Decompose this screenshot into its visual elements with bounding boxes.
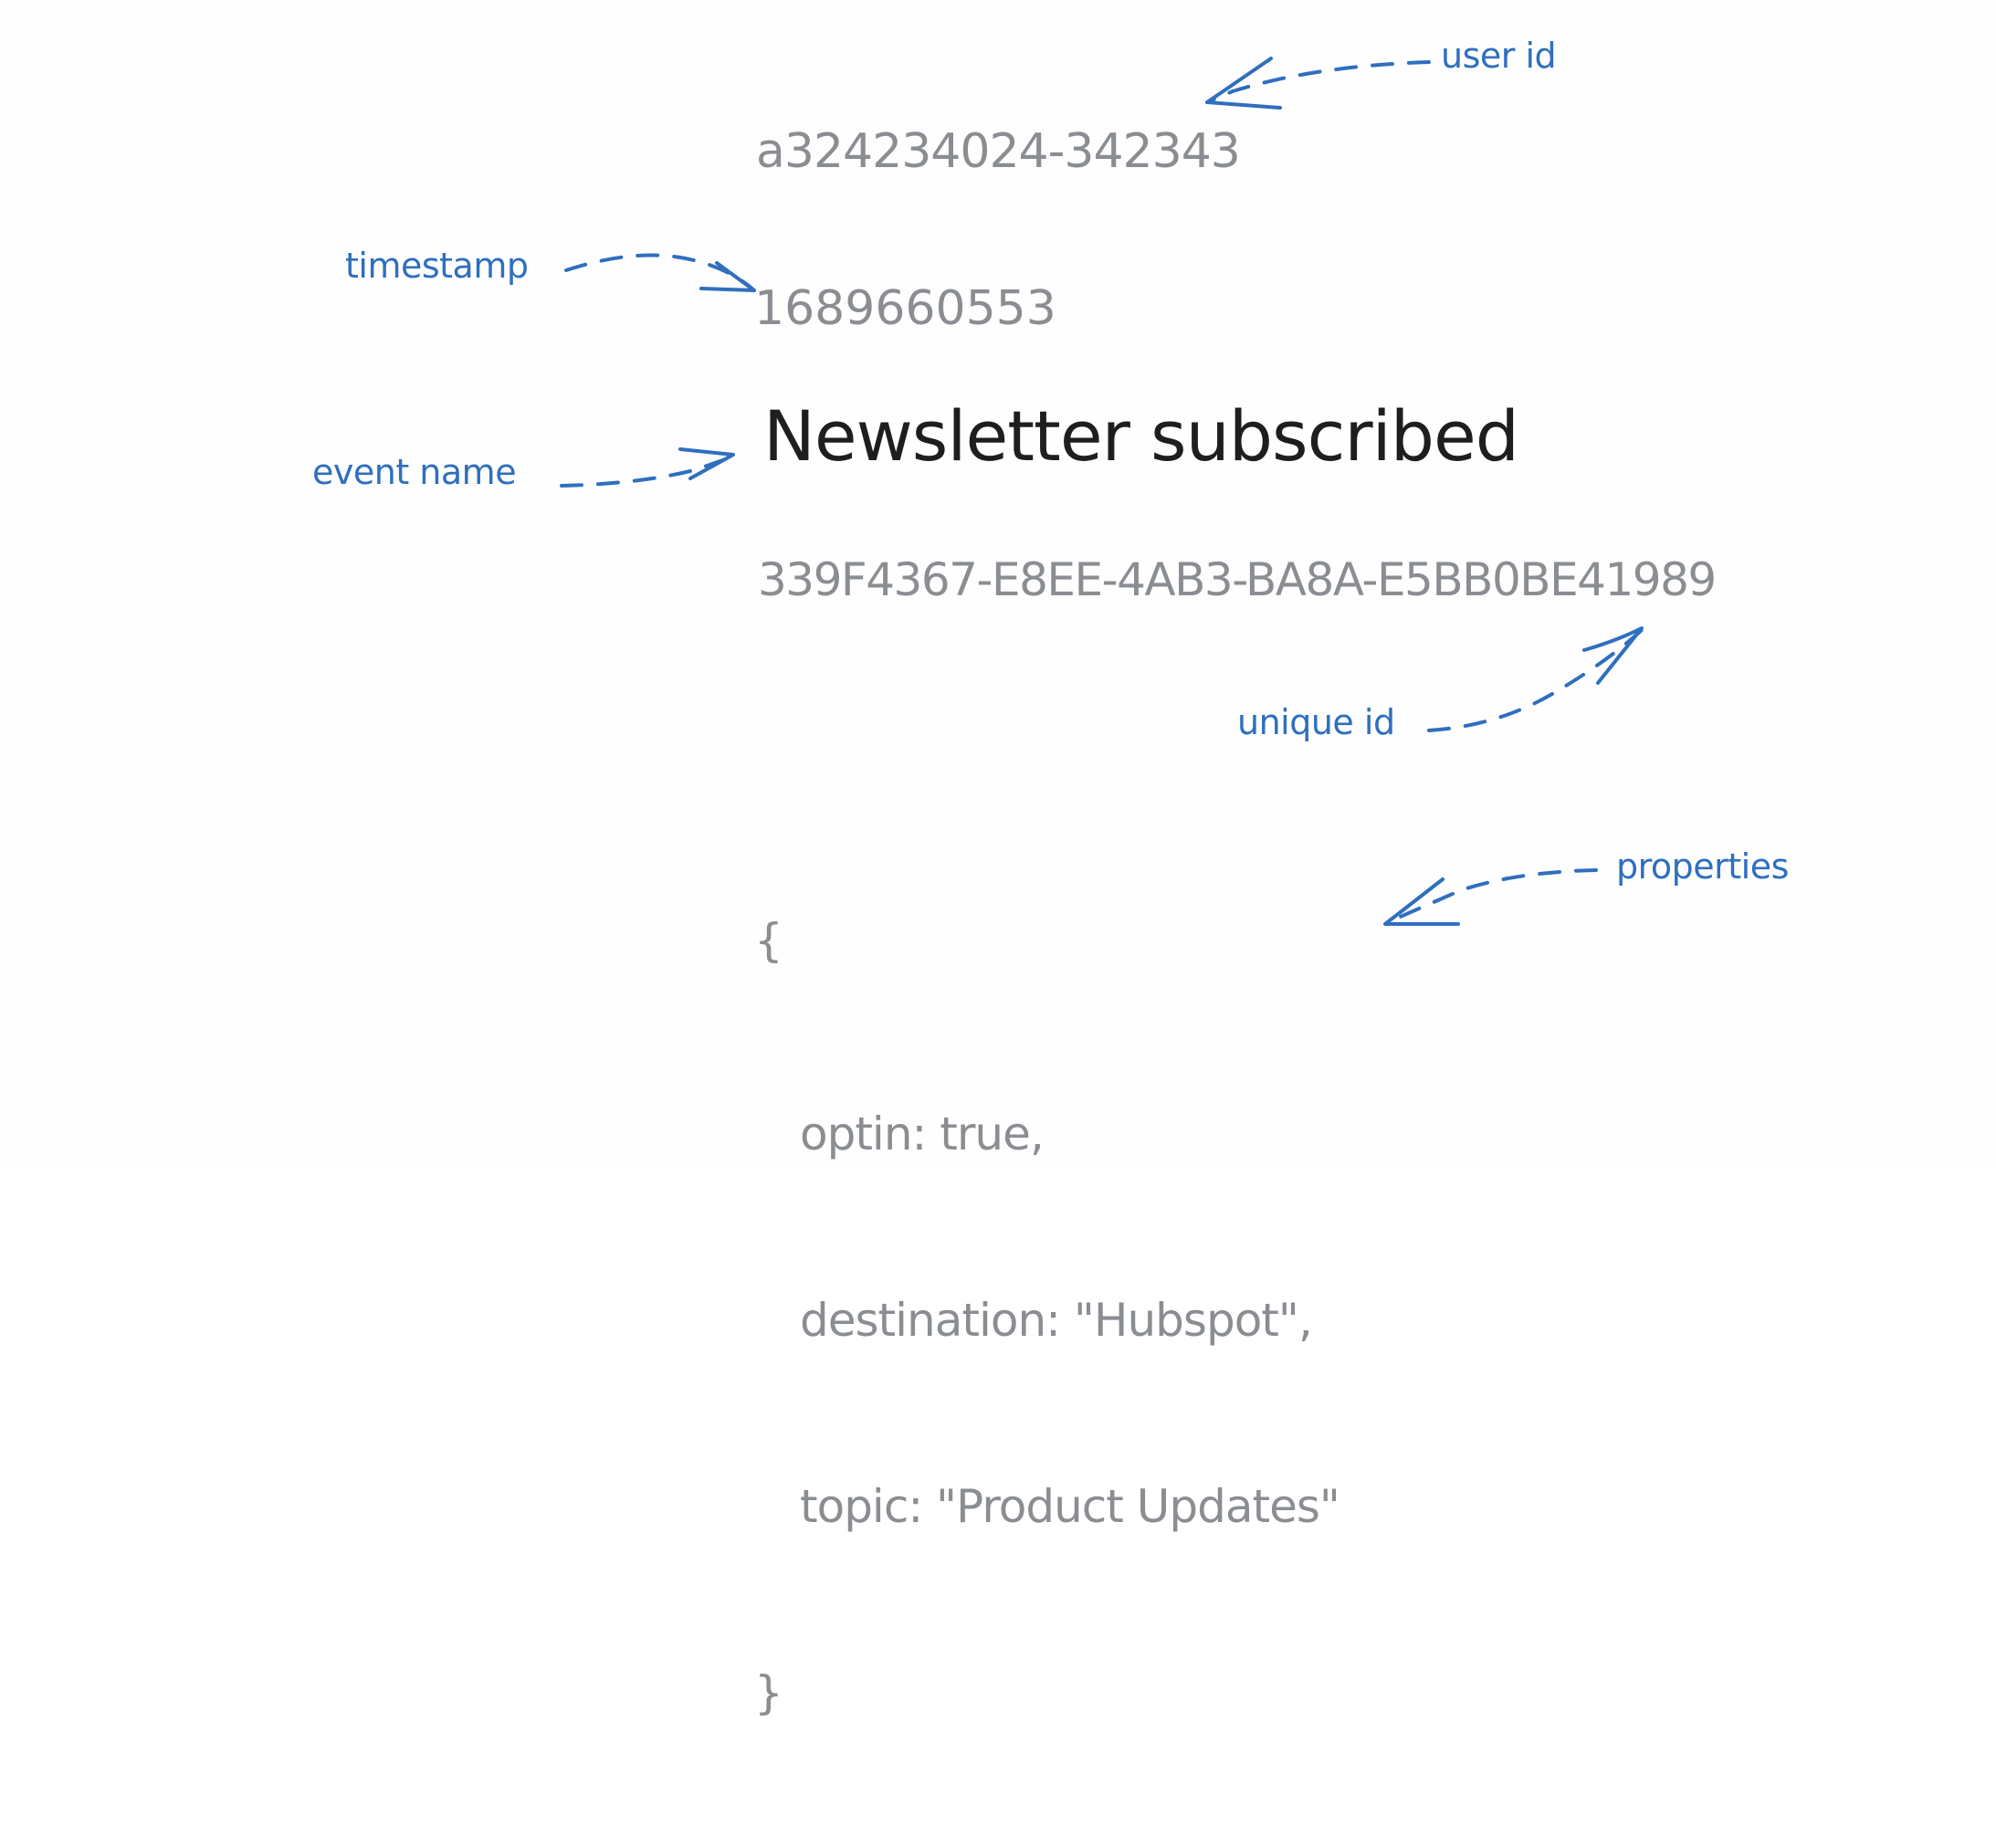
property-line-optin: optin: true, <box>800 1108 1045 1160</box>
timestamp-value: 1689660553 <box>754 281 1056 336</box>
annotation-unique-id: unique id <box>1237 702 1395 742</box>
properties-block: { optin: true, destination: "Hubspot", t… <box>754 785 1340 1848</box>
arrow-properties-icon <box>1383 868 1598 926</box>
arrow-user-id-icon <box>1205 57 1431 110</box>
annotation-properties: properties <box>1616 846 1789 887</box>
property-line-destination: destination: "Hubspot", <box>800 1294 1313 1347</box>
property-line-topic: topic: "Product Updates" <box>800 1480 1340 1533</box>
annotation-timestamp: timestamp <box>345 246 529 286</box>
event-name-value: Newsletter subscribed <box>763 395 1519 477</box>
annotation-user-id: user id <box>1441 36 1557 76</box>
properties-close-brace: } <box>754 1666 783 1719</box>
properties-open-brace: { <box>754 914 783 967</box>
arrow-event-name-icon <box>560 447 735 488</box>
annotation-event-name: event name <box>312 452 517 492</box>
arrow-unique-id-icon <box>1427 626 1644 732</box>
diagram-canvas: a324234024-342343 1689660553 Newsletter … <box>312 36 1790 1719</box>
unique-id-value: 339F4367-E8EE-4AB3-BA8A-E5BB0BE41989 <box>758 553 1717 606</box>
user-id-value: a324234024-342343 <box>756 124 1241 179</box>
arrow-timestamp-icon <box>564 253 756 292</box>
